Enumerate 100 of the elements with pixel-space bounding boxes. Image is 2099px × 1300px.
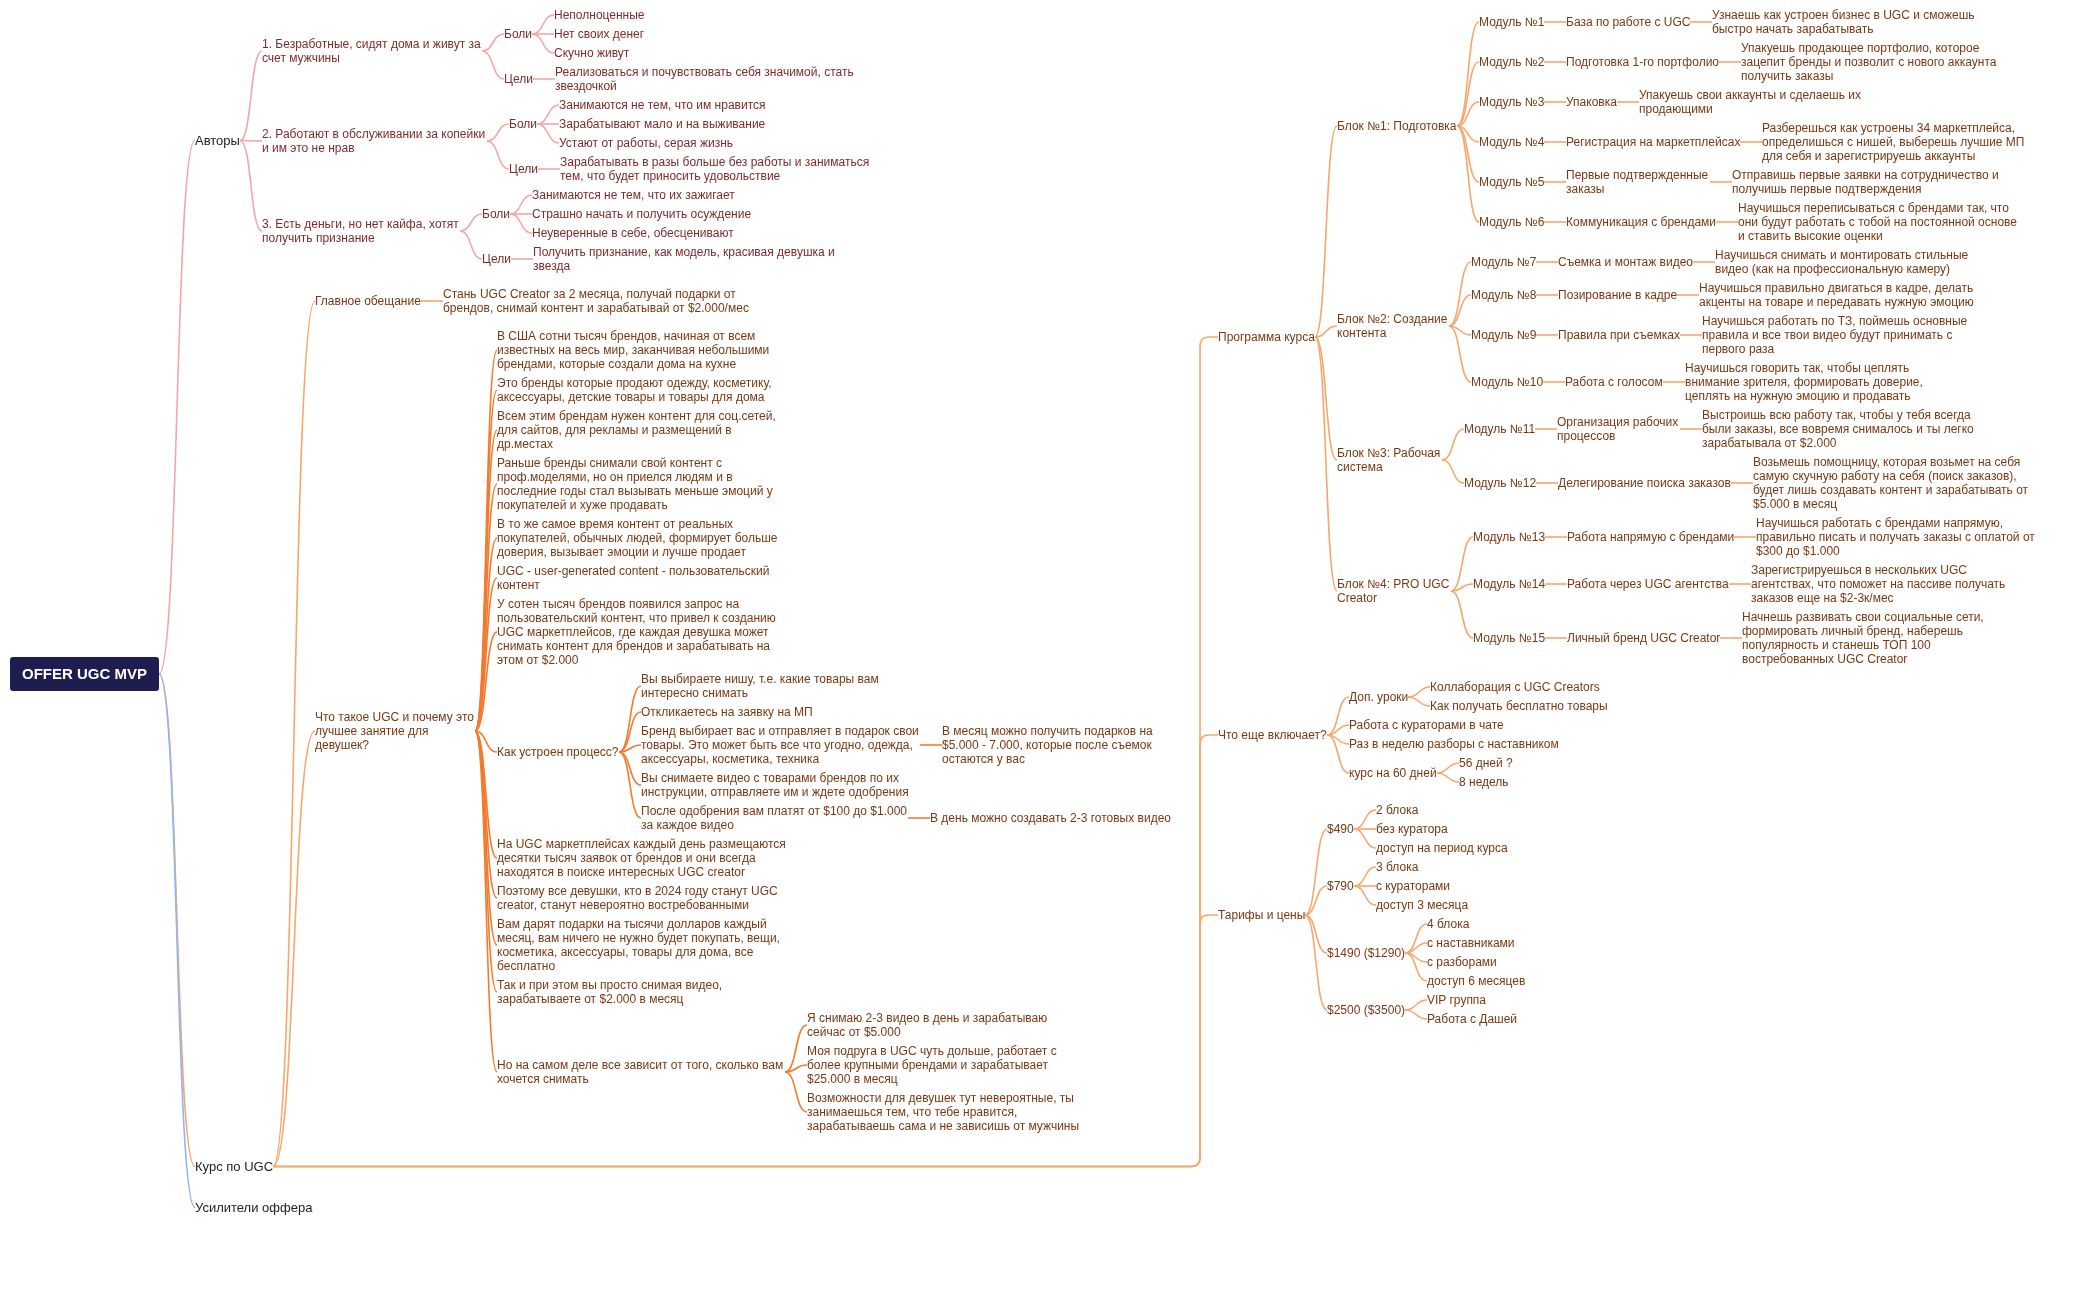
connector-line [531, 33, 555, 54]
connector-line [474, 631, 498, 732]
topic-text: Моя подруга в UGC чуть дольше, работает с более крупными брендами и зарабатывает $25.000 в месяц [807, 1044, 1058, 1086]
topic-text: Зарегистрируешься в нескольких UGC агентствах, что поможет на пассиве получать заказов еще на $2-3к/мес [1751, 563, 2007, 605]
connector-line [784, 1024, 808, 1073]
topic-text: Работа с Дашей [1427, 1012, 1518, 1026]
topic-text: Подготовка 1-го портфолио [1566, 55, 1720, 69]
topic-text: Боли [504, 27, 532, 41]
connector-line [618, 751, 642, 786]
connector-line [474, 730, 498, 1073]
connector-line [1304, 885, 1328, 916]
topic-text: Нет своих денег [554, 27, 645, 41]
topic-text: с кураторами [1376, 879, 1450, 893]
connector-line [239, 50, 263, 142]
topic-text: В США сотни тысяч брендов, начиная от всем известных на весь мир, заканчивая небольшими брендами, которые создали дома на кухне [497, 329, 771, 371]
topic-text: Модуль №6 [1479, 215, 1545, 229]
topic-text: Что такое UGC и почему это лучшее занятие для девушек? [315, 710, 475, 752]
topic-text: Коллаборация с UGC Creators [1430, 680, 1600, 694]
connector-line [1326, 734, 1350, 774]
topic-text: Это бренды которые продают одежду, косметику, аксессуары, детские товары и товары для дома [497, 376, 773, 404]
topic-text: Правила при съемках [1558, 328, 1680, 342]
topic-text: Выстроишь всю работу так, чтобы у тебя всегда были заказы, все вовремя снималось и ты легко зарабатывала от $2.000 [1702, 408, 1975, 450]
topic-text: VIP группа [1427, 993, 1487, 1007]
connector-line [1456, 61, 1480, 127]
topic-text: Поэтому все девушки, кто в 2024 году станут UGC creator, станут невероятно востребованными [497, 884, 779, 912]
topic-text: Курс по UGC [195, 1159, 274, 1174]
topic-text: Получить признание, как модель, красивая девушка и звезда [533, 245, 836, 273]
topic-text: Занимаются не тем, что им нравится [559, 98, 766, 112]
topic-text: 2. Работают в обслуживании за копейки и им это не нрав [262, 127, 487, 155]
connector-line [1326, 734, 1350, 745]
connector-line [1404, 952, 1428, 963]
connector-line [532, 78, 556, 80]
topic-text: 4 блока [1427, 917, 1470, 931]
connector-line [1543, 221, 1567, 223]
connector-line [1353, 828, 1377, 830]
connector-line [536, 123, 560, 125]
connector-line [919, 744, 943, 746]
topic-text: Боли [482, 207, 510, 221]
connector-line [1535, 334, 1559, 336]
connector-line [1544, 583, 1568, 585]
connector-line [1535, 261, 1559, 263]
connector-line [1543, 141, 1567, 143]
connector-line [1542, 381, 1566, 383]
topic-text: Цели [509, 162, 538, 176]
connector-line [1314, 325, 1338, 338]
connector-line [509, 213, 533, 234]
connector-line [1441, 459, 1465, 484]
topic-text: без куратора [1376, 822, 1448, 836]
connector-line [481, 50, 505, 80]
topic-text: доступ на период курса [1376, 841, 1508, 855]
topic-text: Я снимаю 2-3 видео в день и зарабатываю сейчас от $5.000 [807, 1011, 1049, 1039]
connector-line [509, 213, 533, 215]
connector-line [1456, 21, 1480, 127]
connector-line [618, 751, 642, 819]
topic-text: Модуль №15 [1473, 631, 1546, 645]
topic-text: В день можно создавать 2-3 готовых видео [930, 811, 1171, 825]
topic-text: База по работе с UGC [1566, 15, 1691, 29]
topic-text: Модуль №9 [1471, 328, 1537, 342]
connector-line [239, 139, 263, 142]
connector-line [1450, 590, 1474, 639]
topic-text: Регистрация на маркетплейсах [1566, 135, 1741, 149]
connector-line [459, 230, 483, 260]
topic-text: Всем этим брендам нужен контент для соц.сетей, для сайтов, для рекламы и размещений в др.местах [497, 409, 777, 451]
topic-text: Неуверенные в себе, обесценивают [532, 226, 734, 240]
connector-line [1407, 696, 1431, 707]
topic-text: Модуль №11 [1464, 422, 1536, 436]
topic-text: Вы выбираете нишу, т.е. какие товары вам интересно снимать [641, 672, 880, 700]
connector-line [420, 300, 444, 302]
connector-line [1450, 583, 1474, 592]
topic-text: Блок №3: Рабочая система [1337, 446, 1442, 474]
topic-text: Научишься работать с брендами напрямую, правильно писать и получать заказы с оплатой от $300 до $1.000 [1756, 516, 2036, 558]
topic-text: Цели [482, 252, 511, 266]
topic-text: 3 блока [1376, 860, 1419, 874]
connector-line [1662, 381, 1686, 383]
topic-text: Вы снимаете видео с товарами брендов по их инструкции, отправляете им и ждете одобрения [641, 771, 910, 799]
topic-text: Блок №2: Создание контента [1337, 312, 1449, 340]
connector-line [1456, 125, 1480, 223]
topic-text: Научишься говорить так, чтобы цеплять внимание зрителя, формировать доверие, цеплять на нужную эмоцию и продавать [1685, 361, 1924, 403]
topic-text: $790 [1327, 879, 1354, 893]
connector-line [1719, 637, 1743, 639]
topic-text: Неполноценные [554, 8, 645, 22]
topic-text: с наставниками [1427, 936, 1515, 950]
topic-text: Что еще включает? [1218, 728, 1327, 742]
topic-text: доступ 3 месяца [1376, 898, 1469, 912]
topic-text: Возьмешь помощницу, которая возьмет на себя самую скучную работу на себя (поиск заказов), будет лишь создавать контент и зарабатывать от $5.000 в месяц [1753, 455, 2030, 511]
connector-line [1543, 101, 1567, 103]
topic-text: Тарифы и цены [1218, 908, 1306, 922]
connector-line [907, 817, 931, 819]
connector-line [1543, 61, 1567, 63]
topic-text: Доп. уроки [1349, 690, 1409, 704]
connector-line [474, 730, 498, 753]
connector-line [1535, 482, 1559, 484]
connector-line [1304, 914, 1328, 1011]
topic-text: Устают от работы, серая жизнь [559, 136, 734, 150]
topic-text: Так и при этом вы просто снимая видео, зарабатываете от $2.000 в месяц [497, 978, 724, 1006]
connector-line [1456, 125, 1480, 143]
topic-text: Зарабатывать в разы больше без работы и заниматься тем, что будет приносить удовольствие [560, 155, 871, 183]
topic-text: Работа с кураторами в чате [1349, 718, 1504, 732]
connector-line [1689, 21, 1713, 23]
connector-line [618, 711, 642, 753]
